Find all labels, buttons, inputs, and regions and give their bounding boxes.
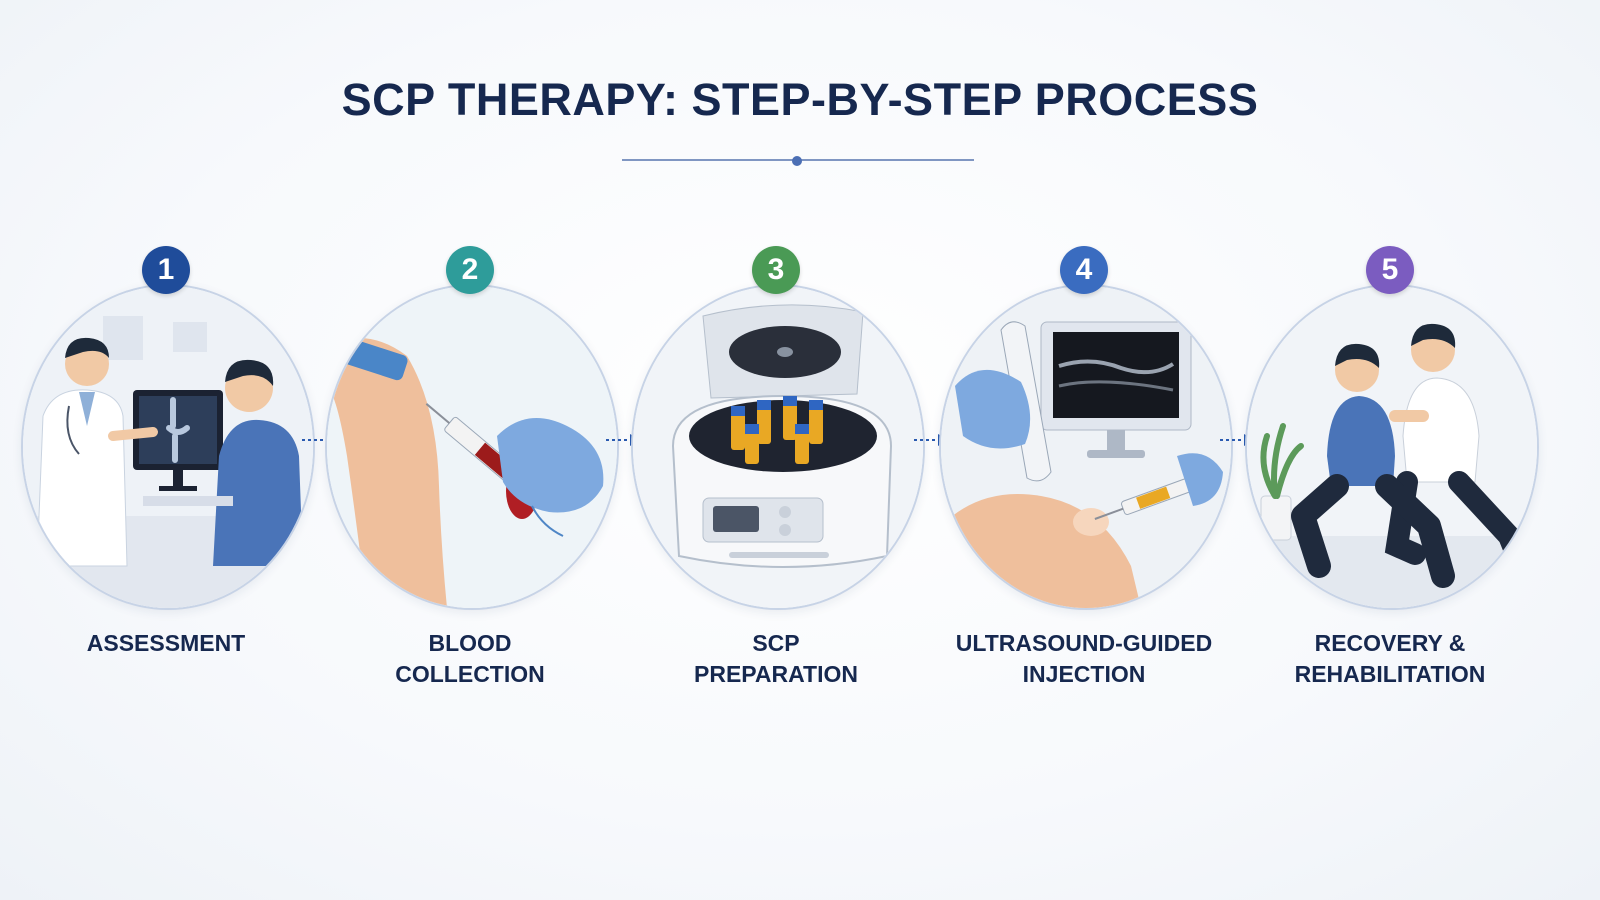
step-label-line2: PREPARATION xyxy=(694,661,858,687)
step-recovery-rehabilitation: 5 RECOVERY & REHABILITATION xyxy=(1240,246,1540,716)
page-title: SCP THERAPY: STEP-BY-STEP PROCESS xyxy=(341,74,1259,125)
step-number-badge: 4 xyxy=(1060,246,1108,294)
step-label-line2: COLLECTION xyxy=(395,661,545,687)
step-scp-preparation: 3 SCP PREPARATION xyxy=(626,246,926,716)
tubes xyxy=(731,396,823,464)
step-label-line1: ASSESSMENT xyxy=(86,630,246,656)
scp-preparation-illustration xyxy=(631,284,925,610)
step-number-badge: 5 xyxy=(1366,246,1414,294)
blood-draw-icon xyxy=(327,286,617,608)
step-label-line1: BLOOD xyxy=(428,630,512,656)
ultrasound-icon xyxy=(941,286,1231,608)
step-number-badge: 1 xyxy=(142,246,190,294)
rehabilitation-icon xyxy=(1247,286,1537,608)
assessment-illustration xyxy=(21,284,315,610)
ultrasound-injection-illustration xyxy=(939,284,1233,610)
step-ultrasound-guided-injection: 4 ULTRASOUND-GUIDED INJECTION xyxy=(934,246,1234,716)
step-label-line1: SCP xyxy=(752,630,800,656)
step-label-line1: ULTRASOUND-GUIDED xyxy=(955,630,1213,656)
step-label-line2: REHABILITATION xyxy=(1294,661,1486,687)
title-divider xyxy=(622,156,974,166)
centrifuge-icon xyxy=(633,286,923,608)
step-label: BLOOD COLLECTION xyxy=(320,628,620,690)
doctor-xray-icon xyxy=(23,286,313,608)
step-label: ULTRASOUND-GUIDED INJECTION xyxy=(934,628,1234,690)
step-number-badge: 3 xyxy=(752,246,800,294)
blood-collection-illustration xyxy=(325,284,619,610)
step-number-badge: 2 xyxy=(446,246,494,294)
step-blood-collection: 2 BLOOD COLLECTION xyxy=(320,246,620,716)
step-label: ASSESSMENT xyxy=(16,628,316,659)
step-assessment: 1 ASSESSMENT xyxy=(16,246,316,716)
recovery-illustration xyxy=(1245,284,1539,610)
step-label-line1: RECOVERY & xyxy=(1314,630,1466,656)
step-label: RECOVERY & REHABILITATION xyxy=(1240,628,1540,690)
step-label-line2: INJECTION xyxy=(1022,661,1146,687)
divider-dot xyxy=(792,156,802,166)
step-label: SCP PREPARATION xyxy=(626,628,926,690)
